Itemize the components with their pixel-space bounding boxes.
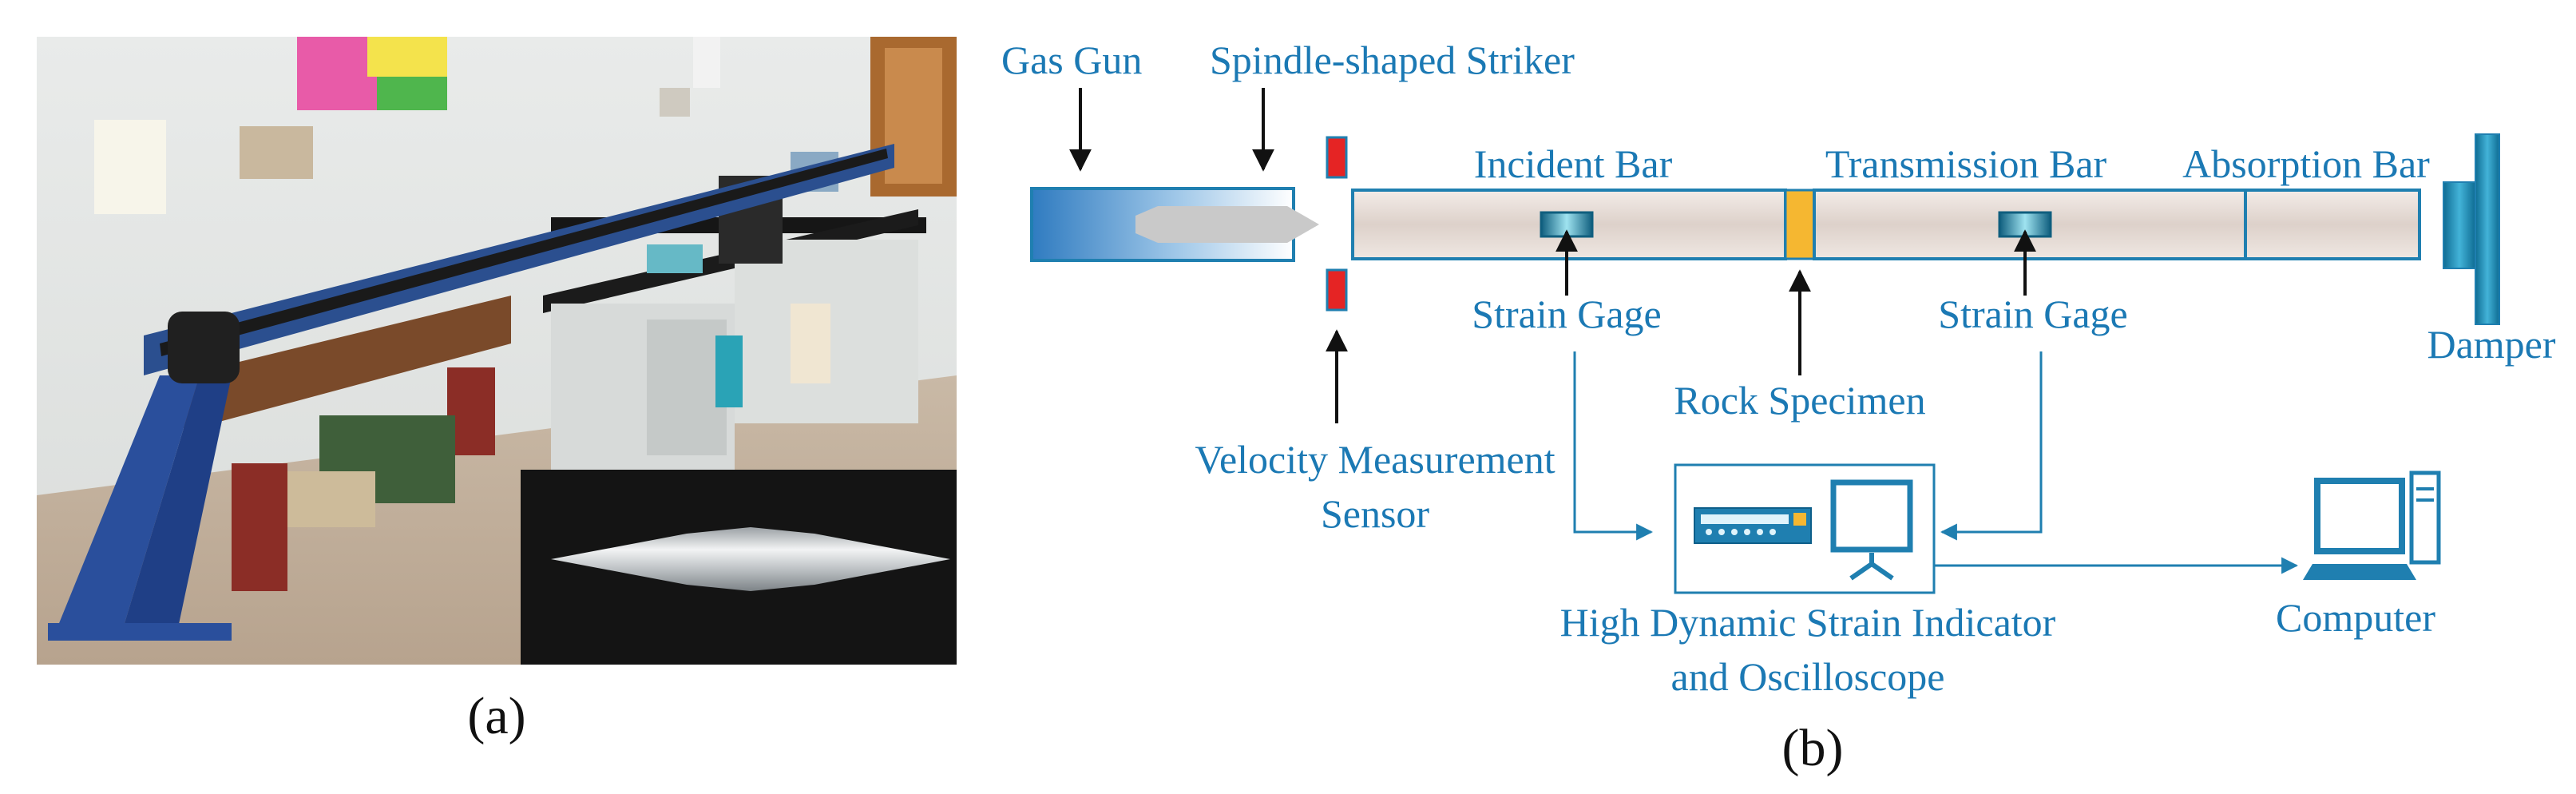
striker-label: Spindle-shaped Striker [1210,38,1575,82]
spindle-striker-photo [551,527,950,591]
signal-wire-transmission [1940,351,2043,541]
caption-b: (b) [1782,719,1844,777]
velocity-sensor-top [1326,136,1348,179]
wall-box [240,126,313,179]
damper-block [2475,133,2500,325]
velocity-sensor-label-2: Sensor [1321,491,1429,536]
velocity-sensor-bottom [1326,268,1348,312]
shpb-bar [160,149,888,356]
absorption-bar-label: Absorption Bar [2182,141,2430,186]
computer-label: Computer [2276,595,2435,640]
damper-plate [2443,181,2476,269]
computer-icon [2303,470,2441,580]
gas-gun-body [168,312,240,383]
indicator-label-2: and Oscilloscope [1671,654,1945,699]
indicator-label-1: High Dynamic Strain Indicator [1560,600,2056,645]
velocity-sensor-label-1: Velocity Measurement [1195,437,1555,482]
strain-gage-2-label: Strain Gage [1938,292,2127,336]
rock-specimen [1784,189,1816,260]
triangular-stand [56,375,200,639]
incident-bar-label: Incident Bar [1474,141,1673,186]
rock-specimen-label: Rock Specimen [1674,378,1925,423]
strain-indicator-icon [1694,507,1812,544]
strain-gage-1-label: Strain Gage [1472,292,1661,336]
absorption-bar [2244,189,2421,260]
spindle-striker [1135,206,1319,243]
damper-label: Damper [2427,322,2555,367]
oscilloscope-icon [1830,479,1913,581]
transmission-bar-label: Transmission Bar [1825,141,2107,186]
signal-wire-incident [1573,351,1654,541]
lab-photo [37,37,957,665]
gas-cylinder [232,463,287,591]
wall-notice [94,120,166,214]
gas-gun-label: Gas Gun [1001,38,1142,82]
caption-a: (a) [467,687,525,745]
shpb-schematic: Gas Gun Spindle-shaped Striker Incident … [1001,38,2556,699]
